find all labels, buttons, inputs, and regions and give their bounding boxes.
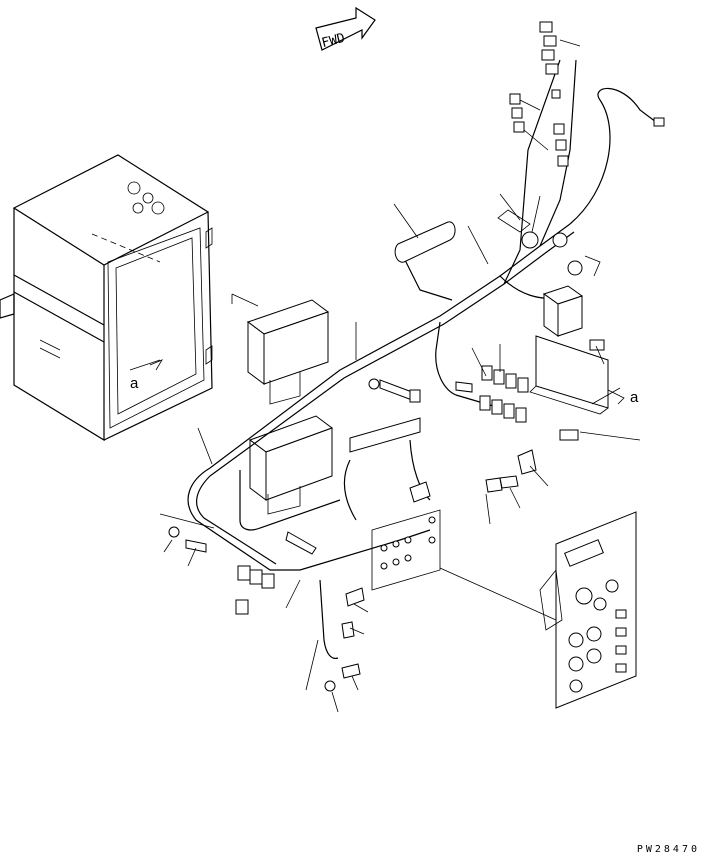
junction-clamps [497,209,601,277]
leader-lines [159,193,641,713]
relay-mounting-plate: a [479,335,639,423]
relay-row [479,365,529,423]
bolts [168,339,605,692]
plate-reference-mark: a [630,389,639,406]
relay-block-left [235,565,275,615]
bracket-box [542,285,584,337]
harness-connectors [509,21,665,167]
relay-module-upper [231,293,330,405]
wire-harness [187,59,657,660]
forward-arrow-label: FWD [320,31,347,51]
control-cabinet: a [0,154,213,442]
cable-tag [394,221,456,263]
cabinet-reference-mark: a [130,375,139,392]
relay-module-lower [248,415,334,515]
operator-panel [539,511,637,709]
forward-arrow-icon: FWD [315,6,376,51]
terminal-board [349,417,441,591]
drawing-number: PW28470 [637,844,700,855]
